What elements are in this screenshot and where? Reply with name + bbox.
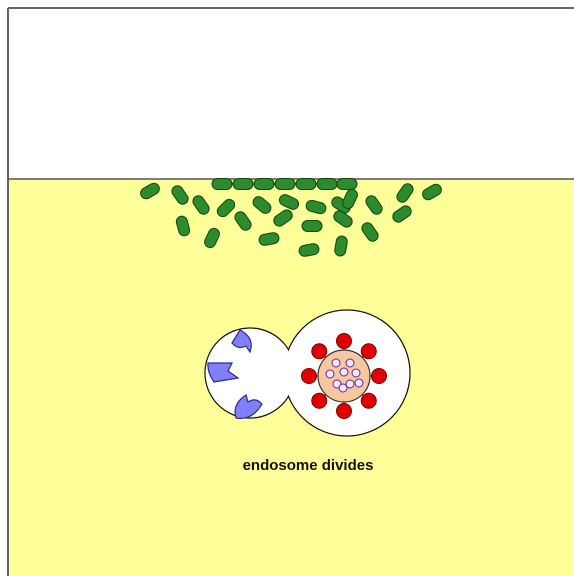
genome-segment-icon: [332, 359, 340, 367]
caption: endosome divides: [243, 457, 374, 474]
clathrin-coat-icon: [296, 179, 316, 190]
genome-segment-icon: [355, 379, 363, 387]
clathrin-coat-icon: [337, 179, 357, 190]
clathrin-coat-icon: [233, 179, 253, 190]
clathrin-coat-icon: [275, 179, 295, 190]
genome-segment-icon: [346, 359, 354, 367]
spike-protein-icon: [312, 344, 327, 359]
spike-protein-icon: [337, 334, 352, 349]
spike-protein-icon: [337, 404, 352, 419]
clathrin-coat-icon: [254, 179, 274, 190]
genome-segment-icon: [340, 368, 348, 376]
extracellular-space: [8, 8, 574, 179]
clathrin-coat-icon: [302, 221, 322, 232]
spike-protein-icon: [361, 393, 376, 408]
spike-protein-icon: [302, 369, 317, 384]
spike-protein-icon: [361, 344, 376, 359]
clathrin-coat-icon: [212, 179, 232, 190]
spike-protein-icon: [372, 369, 387, 384]
genome-segment-icon: [339, 384, 347, 392]
virus-particle-icon: [302, 334, 387, 419]
genome-segment-icon: [352, 369, 360, 377]
clathrin-coat-icon: [317, 179, 337, 190]
genome-segment-icon: [326, 370, 334, 378]
spike-protein-icon: [312, 393, 327, 408]
